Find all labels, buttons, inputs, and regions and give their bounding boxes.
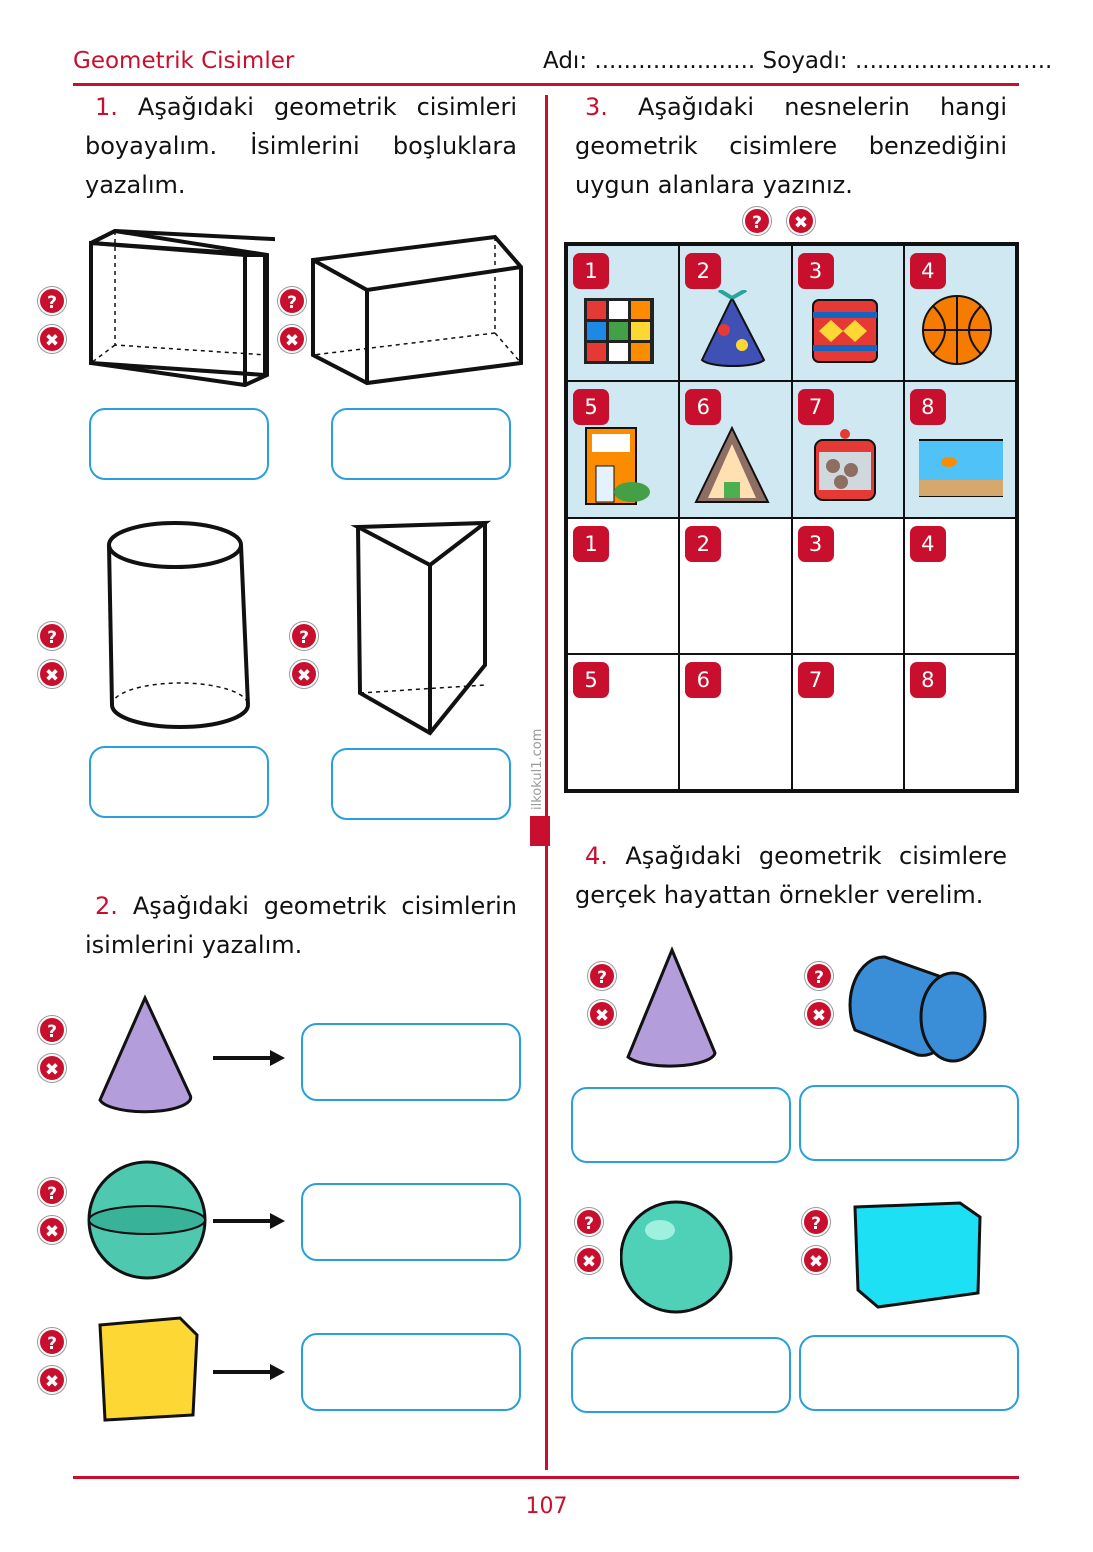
header-divider: [73, 83, 1019, 86]
object-cell: 1: [567, 245, 680, 382]
cone-shape: [626, 946, 717, 1068]
cell-number: 2: [685, 525, 722, 562]
name-field: Adı: ...................... Soyadı: ....…: [543, 48, 1053, 74]
answer-box-triangular-prism[interactable]: [331, 748, 511, 820]
a-frame-house-image: [694, 426, 770, 504]
answer-box-cone-example[interactable]: [571, 1087, 791, 1163]
help-icon[interactable]: ?: [743, 207, 771, 235]
help-icon[interactable]: ?: [805, 962, 833, 990]
cereal-box-image: [585, 427, 650, 506]
remove-icon[interactable]: ✖: [38, 325, 66, 353]
help-icon[interactable]: ?: [38, 622, 66, 650]
objects-grid: 1 2 3 4 5 6 7 8 1 2 3 4 5 6 7 8: [564, 242, 1019, 793]
answer-box-prism-rect[interactable]: [331, 408, 511, 480]
drum-image: [811, 299, 878, 363]
cell-number: 6: [685, 389, 722, 426]
remove-icon[interactable]: ✖: [278, 325, 306, 353]
object-cell: 3: [791, 245, 904, 382]
question-1: 1. Aşağıdaki geometrik cisimleri boyayal…: [85, 93, 517, 199]
cube-shape: [853, 1201, 982, 1309]
q4-shapes: [620, 946, 987, 1314]
cell-number: 7: [797, 661, 834, 698]
help-icon[interactable]: ?: [278, 287, 306, 315]
cell-number: 4: [909, 525, 946, 562]
answer-box-cube-example[interactable]: [799, 1335, 1019, 1411]
answer-box-cone[interactable]: [301, 1023, 521, 1101]
q2-shapes: [87, 994, 285, 1422]
answer-box-sphere-example[interactable]: [571, 1337, 791, 1413]
object-cell: 2: [679, 245, 792, 382]
watermark-logo: ilkokul1.com: [530, 700, 554, 850]
footer-divider: [73, 1476, 1019, 1479]
cell-number: 8: [909, 389, 946, 426]
help-icon[interactable]: ?: [38, 1328, 66, 1356]
remove-icon[interactable]: ✖: [38, 1054, 66, 1082]
cell-number: 6: [685, 661, 722, 698]
answer-box-cylinder-example[interactable]: [799, 1085, 1019, 1161]
cell-number: 1: [573, 253, 609, 289]
remove-icon[interactable]: ✖: [38, 1366, 66, 1394]
object-cell: 4: [903, 245, 1016, 382]
remove-icon[interactable]: ✖: [38, 660, 66, 688]
remove-icon[interactable]: ✖: [38, 1216, 66, 1244]
cylinder-and-prism-outlines: [107, 520, 492, 736]
remove-icon[interactable]: ✖: [575, 1246, 603, 1274]
cell-number: 3: [797, 253, 834, 289]
cell-number: 3: [797, 525, 834, 562]
question-2: 2. Aşağıdaki geometrik cisimlerin isimle…: [85, 892, 517, 959]
cell-number: 2: [685, 253, 722, 289]
answer-cell[interactable]: 8: [903, 653, 1016, 790]
answer-box-cylinder[interactable]: [89, 746, 269, 818]
remove-icon[interactable]: ✖: [290, 660, 318, 688]
help-icon[interactable]: ?: [575, 1208, 603, 1236]
column-divider: [545, 95, 548, 1470]
object-cell: 6: [679, 381, 792, 518]
remove-icon[interactable]: ✖: [787, 207, 815, 235]
help-icon[interactable]: ?: [802, 1208, 830, 1236]
page-number: 107: [525, 1494, 568, 1519]
help-icon[interactable]: ?: [38, 1178, 66, 1206]
help-icon[interactable]: ?: [290, 622, 318, 650]
object-cell: 7: [791, 381, 904, 518]
answer-cell[interactable]: 2: [679, 517, 792, 654]
answer-cell[interactable]: 6: [679, 653, 792, 790]
remove-icon[interactable]: ✖: [802, 1246, 830, 1274]
help-icon[interactable]: ?: [38, 1016, 66, 1044]
cell-number: 1: [573, 525, 609, 562]
answer-cell[interactable]: 7: [791, 653, 904, 790]
worksheet-title: Geometrik Cisimler: [73, 48, 295, 74]
answer-cell[interactable]: 4: [903, 517, 1016, 654]
box-shape: [98, 1316, 199, 1422]
remove-icon[interactable]: ✖: [805, 1000, 833, 1028]
cell-number: 5: [573, 661, 609, 698]
help-icon[interactable]: ?: [588, 962, 616, 990]
answer-cell[interactable]: 3: [791, 517, 904, 654]
answer-box-cube[interactable]: [89, 408, 269, 480]
object-cell: 8: [903, 381, 1016, 518]
cell-number: 5: [573, 389, 609, 426]
sphere-shape: [620, 1200, 733, 1314]
cone-shape: [98, 994, 193, 1114]
basketball-image: [921, 295, 992, 365]
cell-number: 8: [909, 661, 946, 698]
question-3: 3. Aşağıdaki nesnelerin hangi geometrik …: [575, 93, 1007, 199]
question-4: 4. Aşağıdaki geometrik cisimlere gerçek …: [575, 842, 1007, 909]
answer-box-sphere[interactable]: [301, 1183, 521, 1261]
answer-cell[interactable]: 5: [567, 653, 680, 790]
solid-outlines: [89, 228, 523, 388]
answer-cell[interactable]: 1: [567, 517, 680, 654]
help-icon[interactable]: ?: [38, 287, 66, 315]
cookie-jar-image: [813, 429, 876, 502]
cell-number: 4: [909, 253, 946, 289]
party-hat-image: [701, 290, 766, 368]
answer-box-prism[interactable]: [301, 1333, 521, 1411]
aquarium-image: [918, 439, 1003, 498]
cell-number: 7: [797, 389, 834, 426]
object-cell: 5: [567, 381, 680, 518]
remove-icon[interactable]: ✖: [588, 1000, 616, 1028]
rubik-cube-image: [584, 298, 654, 364]
